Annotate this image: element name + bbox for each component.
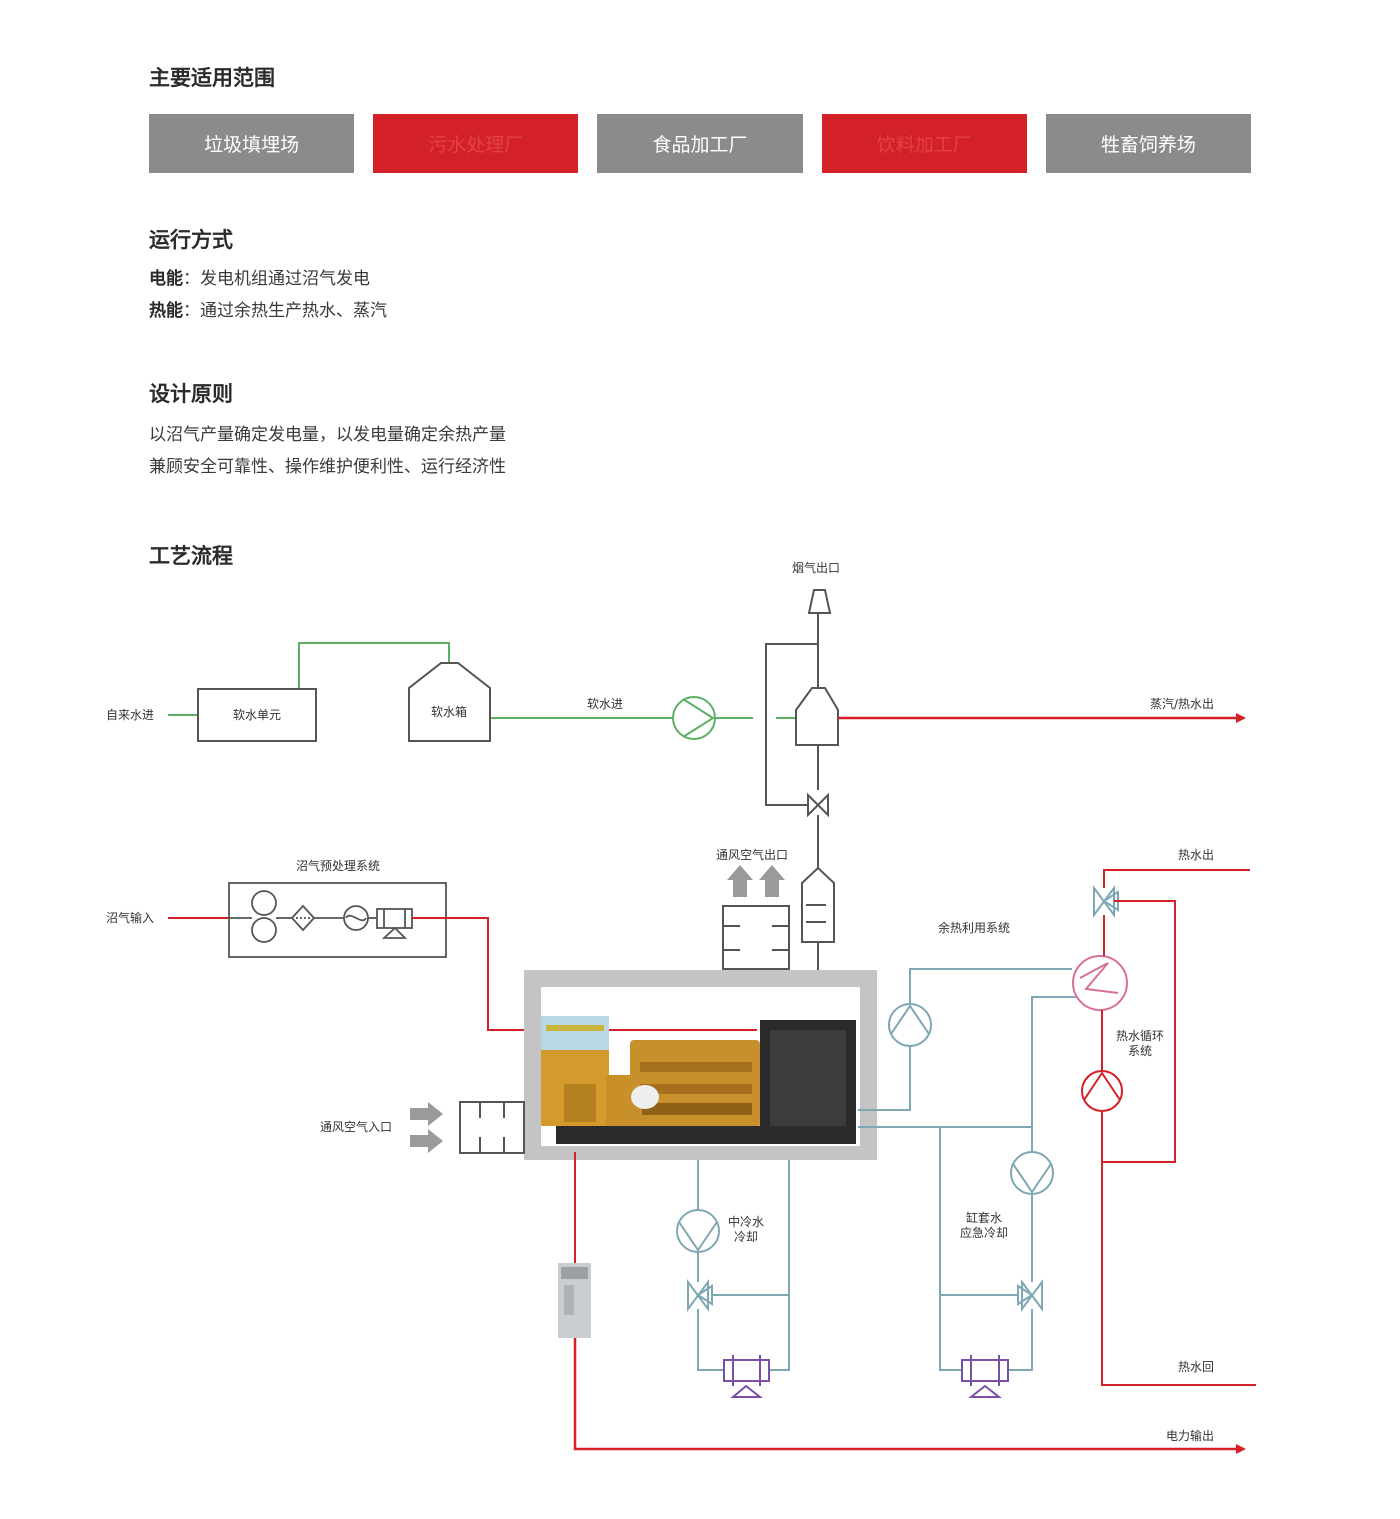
label-jacket-1: 缸套水 xyxy=(966,1210,1002,1225)
three-way-valves xyxy=(687,884,1119,1313)
operation-heading: 运行方式 xyxy=(149,228,233,252)
tab-sewage-plant[interactable]: 污水处理厂 xyxy=(373,114,579,173)
radiator-icons xyxy=(723,1355,1009,1398)
silencer-shape xyxy=(801,866,835,943)
coolant-lines xyxy=(697,968,1078,1371)
flue-valve-icon xyxy=(807,792,829,818)
hot-water-lines xyxy=(1101,869,1256,1386)
label-steam-hot-out: 蒸汽/热水出 xyxy=(1150,696,1214,711)
label-vent-air-in: 通风空气入口 xyxy=(320,1119,392,1134)
label-soft-water-tank: 软水箱 xyxy=(431,704,467,719)
label-flue-out: 烟气出口 xyxy=(792,560,840,575)
waste-heat-pump-icon xyxy=(888,1003,932,1047)
label-soft-water-in: 软水进 xyxy=(587,697,623,711)
label-jacket-2: 应急冷却 xyxy=(960,1225,1008,1240)
label-mid-cool-2: 冷却 xyxy=(734,1230,758,1244)
operation-text: 电能：发电机组通过沼气发电 热能：通过余热生产热水、蒸汽 xyxy=(149,263,387,327)
label-biogas-in: 沼气输入 xyxy=(106,910,154,925)
genset-image xyxy=(541,1016,856,1144)
design-heading: 设计原则 xyxy=(149,382,233,406)
label-vent-air-out: 通风空气出口 xyxy=(716,847,788,862)
jacket-pump-icon xyxy=(1010,1151,1054,1195)
operation-sep-thermal: ： xyxy=(183,301,200,321)
label-mid-cool-1: 中冷水 xyxy=(728,1214,764,1229)
pretreat-components xyxy=(229,890,413,943)
label-power-out: 电力输出 xyxy=(1166,1428,1214,1443)
label-hot-water-return: 热水回 xyxy=(1178,1360,1214,1374)
operation-line-thermal: 热能：通过余热生产热水、蒸汽 xyxy=(149,295,387,327)
scope-heading: 主要适用范围 xyxy=(149,66,275,90)
label-tap-water-in: 自来水进 xyxy=(106,708,154,722)
label-waste-heat-system: 余热利用系统 xyxy=(938,920,1010,935)
label-hot-loop-1: 热水循环 xyxy=(1116,1029,1164,1043)
scope-tabs: 垃圾填埋场 污水处理厂 食品加工厂 饮料加工厂 牲畜饲养场 xyxy=(149,114,1252,173)
soft-water-tank-shape xyxy=(408,662,491,742)
softener-unit-box xyxy=(197,688,317,742)
soft-water-line xyxy=(168,642,795,719)
hot-water-pump-icon xyxy=(1081,1070,1123,1112)
biogas-feed-line xyxy=(412,917,757,1031)
label-biogas-pretreat: 沼气预处理系统 xyxy=(296,858,380,873)
design-text: 以沼气产量确定发电量，以发电量确定余热产量 兼顾安全可靠性、操作维护便利性、运行… xyxy=(149,419,506,483)
operation-label-electric: 电能 xyxy=(149,269,183,289)
vent-out-louver xyxy=(722,905,790,970)
operation-sep-electric: ： xyxy=(183,269,200,289)
intercool-pump-icon xyxy=(676,1209,720,1253)
tab-livestock-farm[interactable]: 牲畜饲养场 xyxy=(1045,114,1252,173)
operation-desc-electric: 发电机组通过沼气发电 xyxy=(200,269,370,289)
tab-food-plant[interactable]: 食品加工厂 xyxy=(597,114,803,173)
power-output-line xyxy=(573,1338,1246,1454)
vent-in-louver xyxy=(459,1101,525,1154)
vent-in-arrows xyxy=(410,1102,443,1153)
tab-landfill[interactable]: 垃圾填埋场 xyxy=(149,114,355,173)
label-hot-loop-2: 系统 xyxy=(1128,1044,1152,1058)
design-line-2: 兼顾安全可靠性、操作维护便利性、运行经济性 xyxy=(149,457,506,477)
process-heading: 工艺流程 xyxy=(149,544,233,568)
tab-beverage-plant[interactable]: 饮料加工厂 xyxy=(821,114,1027,173)
vent-out-arrows xyxy=(727,865,785,897)
operation-label-thermal: 热能 xyxy=(149,301,183,321)
switchgear-cabinet-icon xyxy=(558,1263,591,1338)
operation-desc-thermal: 通过余热生产热水、蒸汽 xyxy=(200,301,387,321)
label-hot-water-out: 热水出 xyxy=(1178,848,1214,862)
design-line-1: 以沼气产量确定发电量，以发电量确定余热产量 xyxy=(149,425,506,445)
biogas-pretreat-box xyxy=(228,882,447,958)
feed-pump-icon xyxy=(672,696,716,740)
label-softener-unit: 软水单元 xyxy=(233,708,281,722)
flue-cap-icon xyxy=(807,589,832,614)
flue-stack xyxy=(765,589,839,970)
operation-line-electric: 电能：发电机组通过沼气发电 xyxy=(149,263,387,295)
genset-enclosure xyxy=(524,970,877,1160)
waste-heat-boiler-shape xyxy=(795,687,839,746)
heat-exchanger-icon xyxy=(1072,955,1128,1011)
